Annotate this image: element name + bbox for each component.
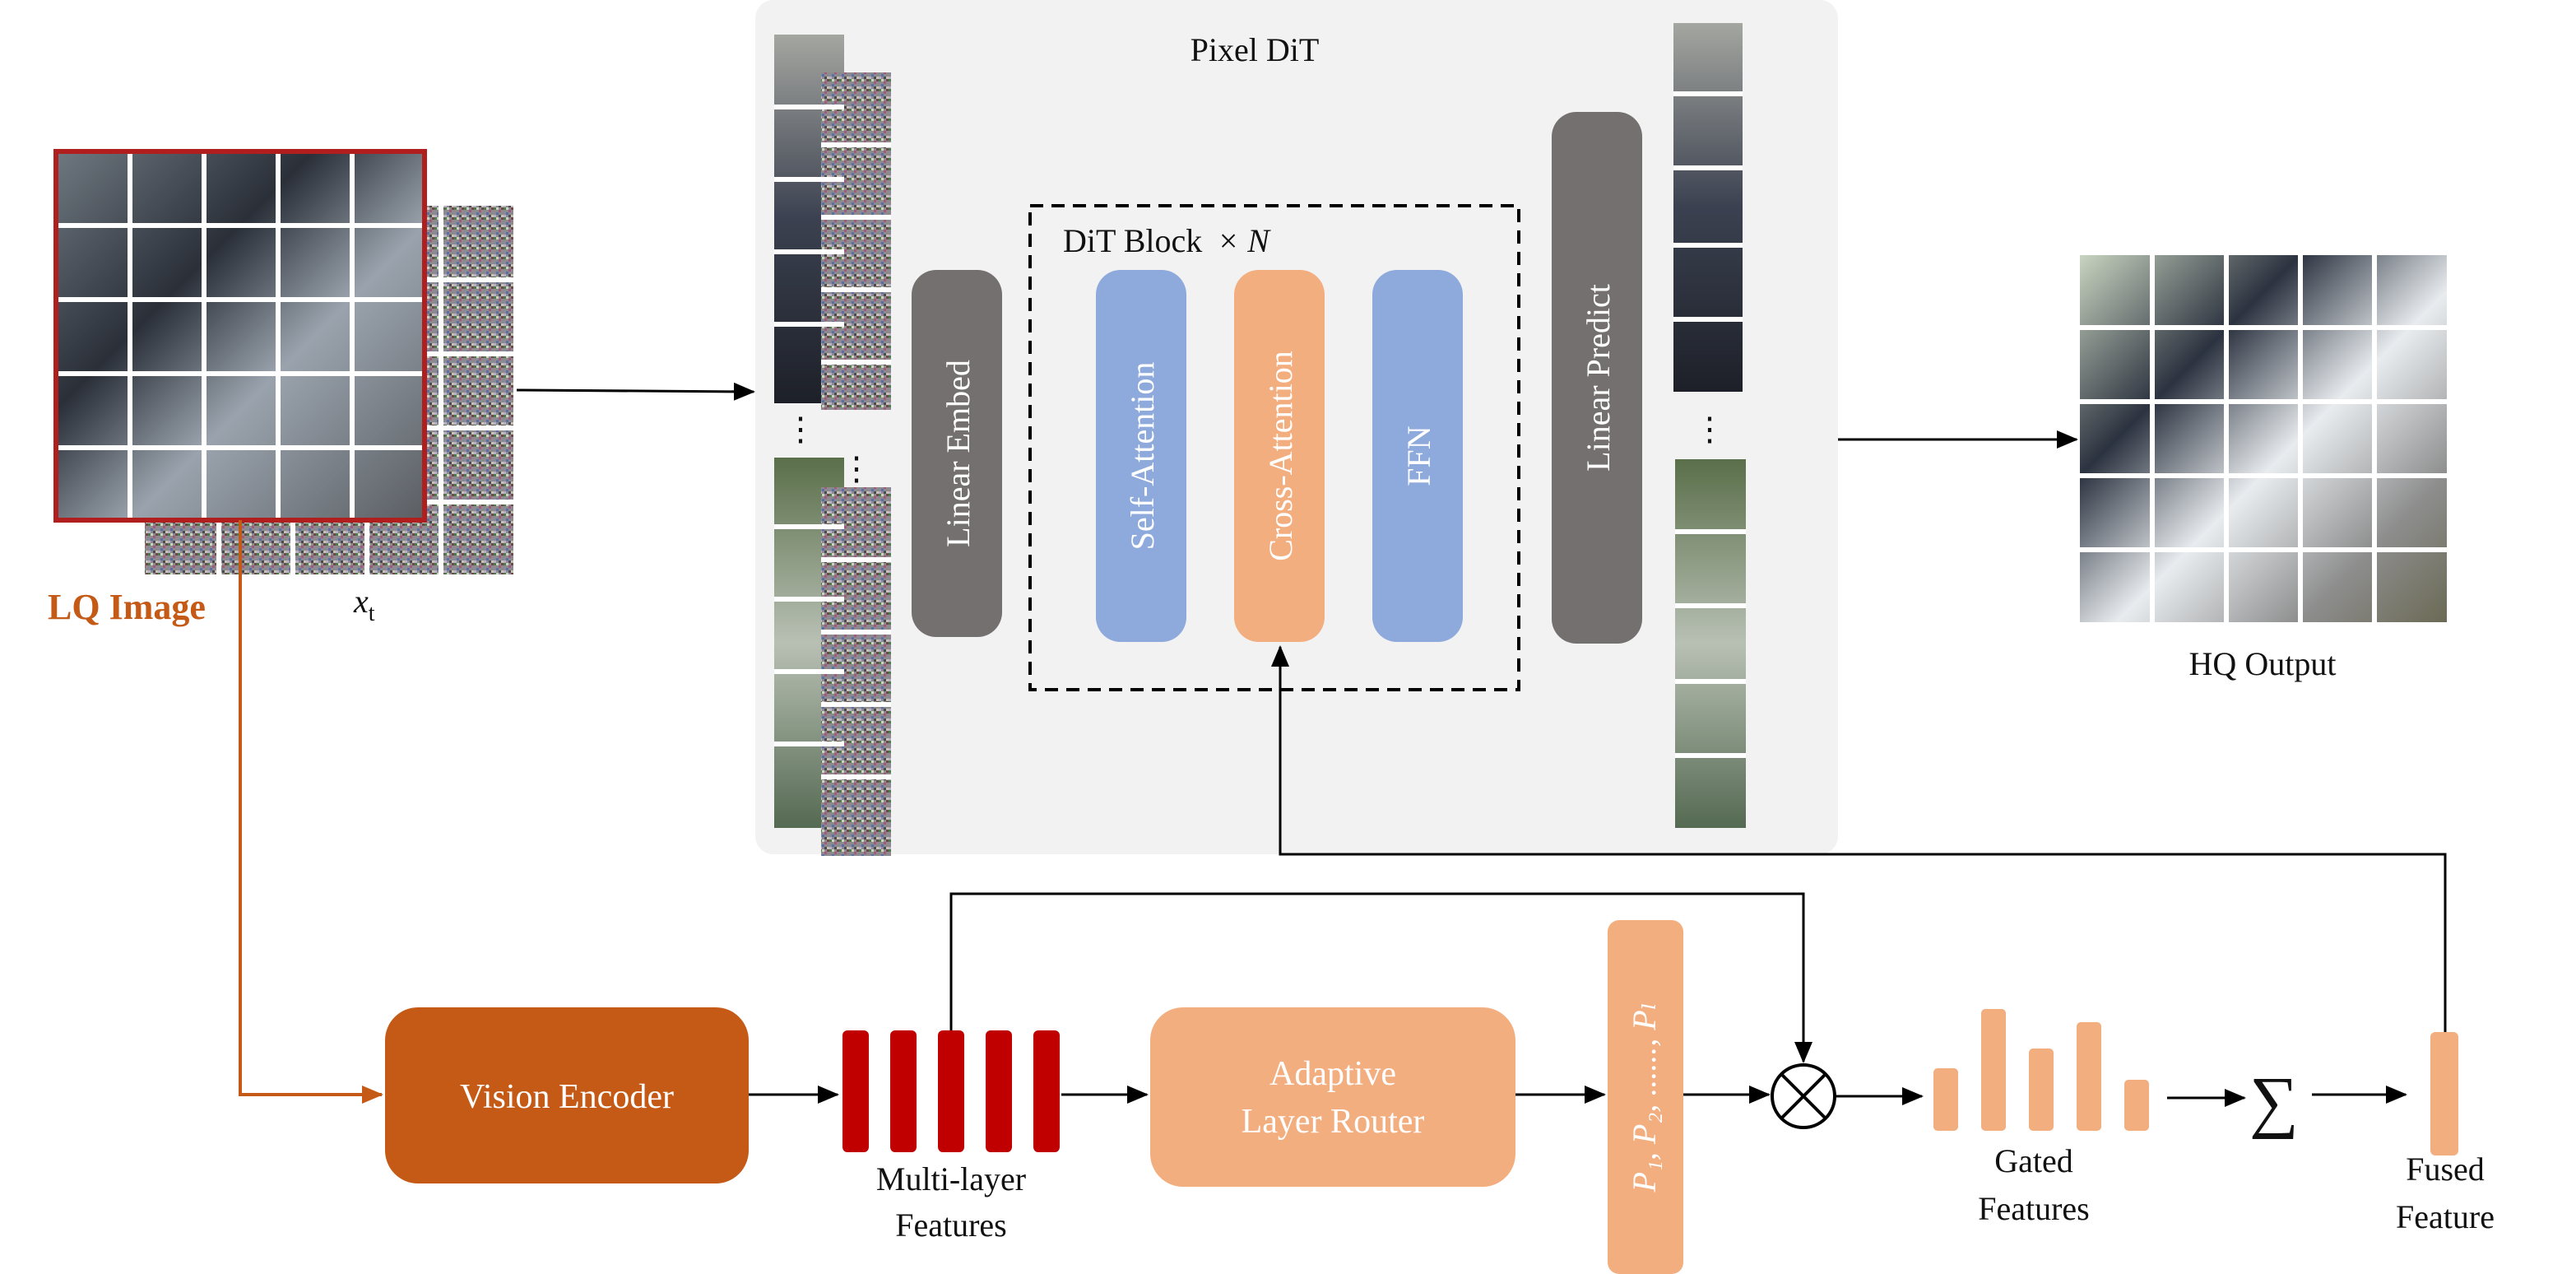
linear-embed-block [912,270,1002,637]
multilayer-label-line2: Features [895,1207,1007,1244]
linear-predict-label: Linear Predict [1580,284,1617,472]
lq-image [53,149,427,523]
xt-label: xt [353,583,375,626]
fused-feature-bar [2430,1032,2458,1155]
fused-label-line1: Fused [2406,1151,2485,1188]
output-ellipsis: ⋮ [1693,411,1726,448]
self-attention-label: Self-Attention [1124,362,1161,551]
arrow-features-skip-to-multiply [949,892,1812,1063]
input-patch-tokens [774,35,891,856]
multiply-operator [1771,1063,1836,1129]
gated-label-line2: Features [1978,1190,2090,1227]
router-label-line1: Adaptive [1269,1055,1396,1093]
self-attention-block [1096,270,1186,642]
hq-output-label: HQ Output [2189,645,2337,682]
dit-block-box [1028,204,1520,691]
vision-encoder-label: Vision Encoder [460,1078,674,1116]
ffn-block [1372,270,1463,642]
ffn-label: FFN [1400,425,1437,486]
linear-embed-label: Linear Embed [940,360,977,547]
cross-attention-label: Cross-Attention [1262,351,1299,561]
gated-feature-bars [1933,1009,2149,1131]
sum-operator: ∑ [2249,1063,2299,1140]
dit-block-label: DiT Block× N [1063,222,1271,259]
gated-label-line1: Gated [1994,1142,2073,1179]
output-patch-tokens [1673,23,1746,828]
arrow-input-to-dit [516,382,755,401]
router-label-line2: Layer Router [1242,1103,1425,1141]
multilayer-feature-bars [842,1030,1060,1152]
linear-predict-block [1552,112,1642,644]
input-ellipsis-left: ⋮ [784,411,817,448]
fused-label-line2: Feature [2396,1198,2495,1235]
arrow-fused-to-cross-attention [1271,645,2447,1032]
arrow-lq-to-encoder [239,520,383,1104]
cross-attention-block [1234,270,1325,642]
layer-weights-block [1608,920,1683,1274]
vision-encoder-block [385,1007,749,1183]
adaptive-layer-router-block [1150,1007,1515,1187]
hq-output-image [2080,255,2447,622]
multilayer-label-line1: Multi-layer [876,1160,1026,1197]
pixel-dit-title: Pixel DiT [1191,31,1320,68]
layer-weights-label: P₁, P₂, ......, Pₗ [1626,1002,1663,1193]
lq-image-label: LQ Image [48,587,206,627]
input-ellipsis-right: ⋮ [840,450,873,487]
